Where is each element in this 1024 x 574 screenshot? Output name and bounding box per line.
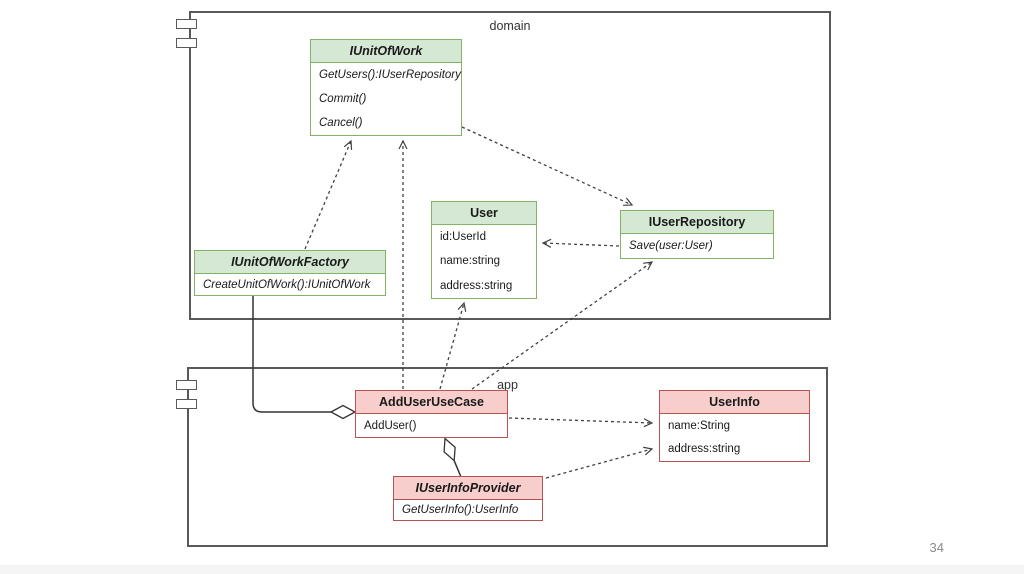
class-member: name:String: [660, 414, 809, 438]
package-app-label: app: [497, 378, 518, 392]
class-member: address:string: [660, 437, 809, 461]
class-member: GetUsers():IUserRepository: [311, 63, 461, 87]
class-box-iunitofwork: IUnitOfWork GetUsers():IUserRepository C…: [310, 39, 462, 136]
component-icon: [176, 38, 197, 48]
class-title: IUnitOfWorkFactory: [195, 251, 385, 274]
class-box-iuserinfoprovider: IUserInfoProvider GetUserInfo():UserInfo: [393, 476, 543, 521]
component-icon: [176, 19, 197, 29]
class-title: AddUserUseCase: [356, 391, 507, 414]
class-title: IUnitOfWork: [311, 40, 461, 63]
class-title: IUserRepository: [621, 211, 773, 234]
class-box-iunitofworkfactory: IUnitOfWorkFactory CreateUnitOfWork():IU…: [194, 250, 386, 296]
class-title: IUserInfoProvider: [394, 477, 542, 500]
component-icon: [176, 399, 197, 409]
class-box-iuserrepository: IUserRepository Save(user:User): [620, 210, 774, 259]
class-member: GetUserInfo():UserInfo: [394, 500, 542, 520]
class-box-userinfo: UserInfo name:String address:string: [659, 390, 810, 462]
class-member: name:string: [432, 249, 536, 274]
class-member: CreateUnitOfWork():IUnitOfWork: [195, 274, 385, 295]
class-member: address:string: [432, 273, 536, 298]
slide-bottom-strip: [0, 565, 1024, 574]
class-member: AddUser(): [356, 414, 507, 437]
class-member: id:UserId: [432, 225, 536, 250]
page-number: 34: [929, 540, 944, 555]
class-title: User: [432, 202, 536, 225]
class-title: UserInfo: [660, 391, 809, 414]
class-member: Save(user:User): [621, 234, 773, 258]
class-box-adduserusecase: AddUserUseCase AddUser(): [355, 390, 508, 438]
class-box-user: User id:UserId name:string address:strin…: [431, 201, 537, 299]
component-icon: [176, 380, 197, 390]
package-domain-label: domain: [489, 19, 531, 33]
class-member: Cancel(): [311, 111, 461, 135]
class-member: Commit(): [311, 87, 461, 111]
